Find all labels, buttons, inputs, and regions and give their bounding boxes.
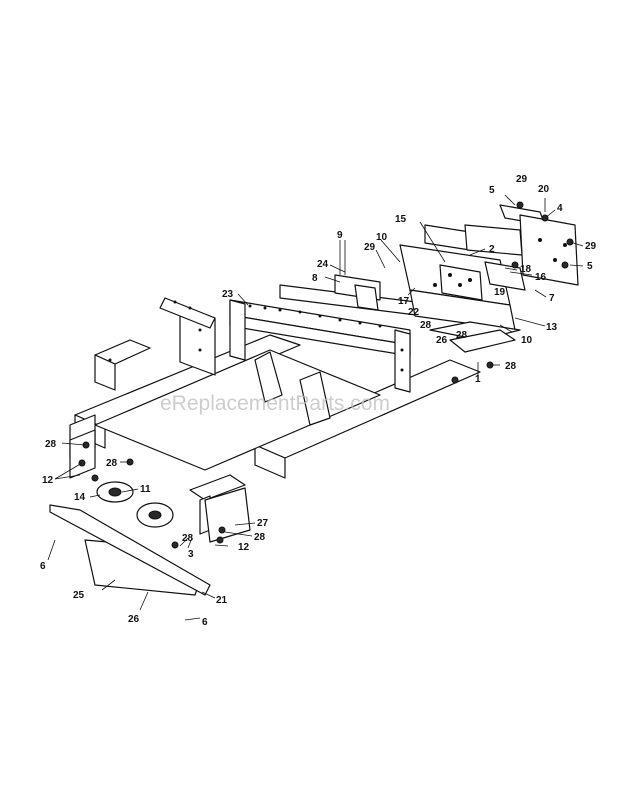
callout-24: 24	[317, 259, 329, 270]
callout-13: 13	[546, 322, 558, 333]
callout-27: 27	[257, 518, 269, 529]
callout-21: 21	[216, 595, 228, 606]
callout-5: 5	[587, 261, 593, 272]
callout-29: 29	[364, 242, 376, 253]
callout-6: 6	[40, 561, 46, 572]
callout-6: 6	[202, 617, 208, 628]
callout-26: 26	[436, 335, 448, 346]
callout-9: 9	[337, 230, 343, 241]
callout-1: 1	[475, 374, 481, 385]
callout-16: 16	[535, 272, 547, 283]
callout-7: 7	[549, 293, 555, 304]
callout-25: 25	[73, 590, 85, 601]
control-assembly	[334, 201, 579, 384]
callout-29: 29	[585, 241, 597, 252]
callout-18: 18	[520, 264, 532, 275]
callout-28: 28	[182, 533, 194, 544]
callout-22: 22	[408, 307, 420, 318]
callout-28: 28	[45, 439, 57, 450]
callout-17: 17	[398, 296, 410, 307]
callout-labels: 29 5 20 4 29 5 15 2 9 10 29 24 8 18 16 1…	[40, 174, 597, 628]
pulley-assembly	[47, 429, 251, 621]
callout-29: 29	[516, 174, 528, 185]
callout-12: 12	[238, 542, 250, 553]
callout-10: 10	[521, 335, 533, 346]
callout-28: 28	[456, 330, 468, 341]
callout-5: 5	[489, 185, 495, 196]
callout-12: 12	[42, 475, 54, 486]
callout-8: 8	[312, 273, 318, 284]
callout-20: 20	[538, 184, 550, 195]
callout-15: 15	[395, 214, 407, 225]
callout-14: 14	[74, 492, 86, 503]
callout-10: 10	[376, 232, 388, 243]
callout-28: 28	[106, 458, 118, 469]
watermark-text: eReplacementParts.com	[160, 392, 390, 415]
callout-23: 23	[222, 289, 234, 300]
frame-assembly	[69, 284, 481, 535]
callout-2: 2	[489, 244, 495, 255]
callout-26: 26	[128, 614, 140, 625]
callout-11: 11	[140, 484, 151, 495]
callout-28: 28	[505, 361, 517, 372]
leader-lines	[54, 194, 584, 599]
callout-28: 28	[420, 320, 432, 331]
callout-28: 28	[254, 532, 266, 543]
callout-19: 19	[494, 287, 506, 298]
callout-3: 3	[188, 549, 194, 560]
callout-4: 4	[557, 203, 563, 214]
